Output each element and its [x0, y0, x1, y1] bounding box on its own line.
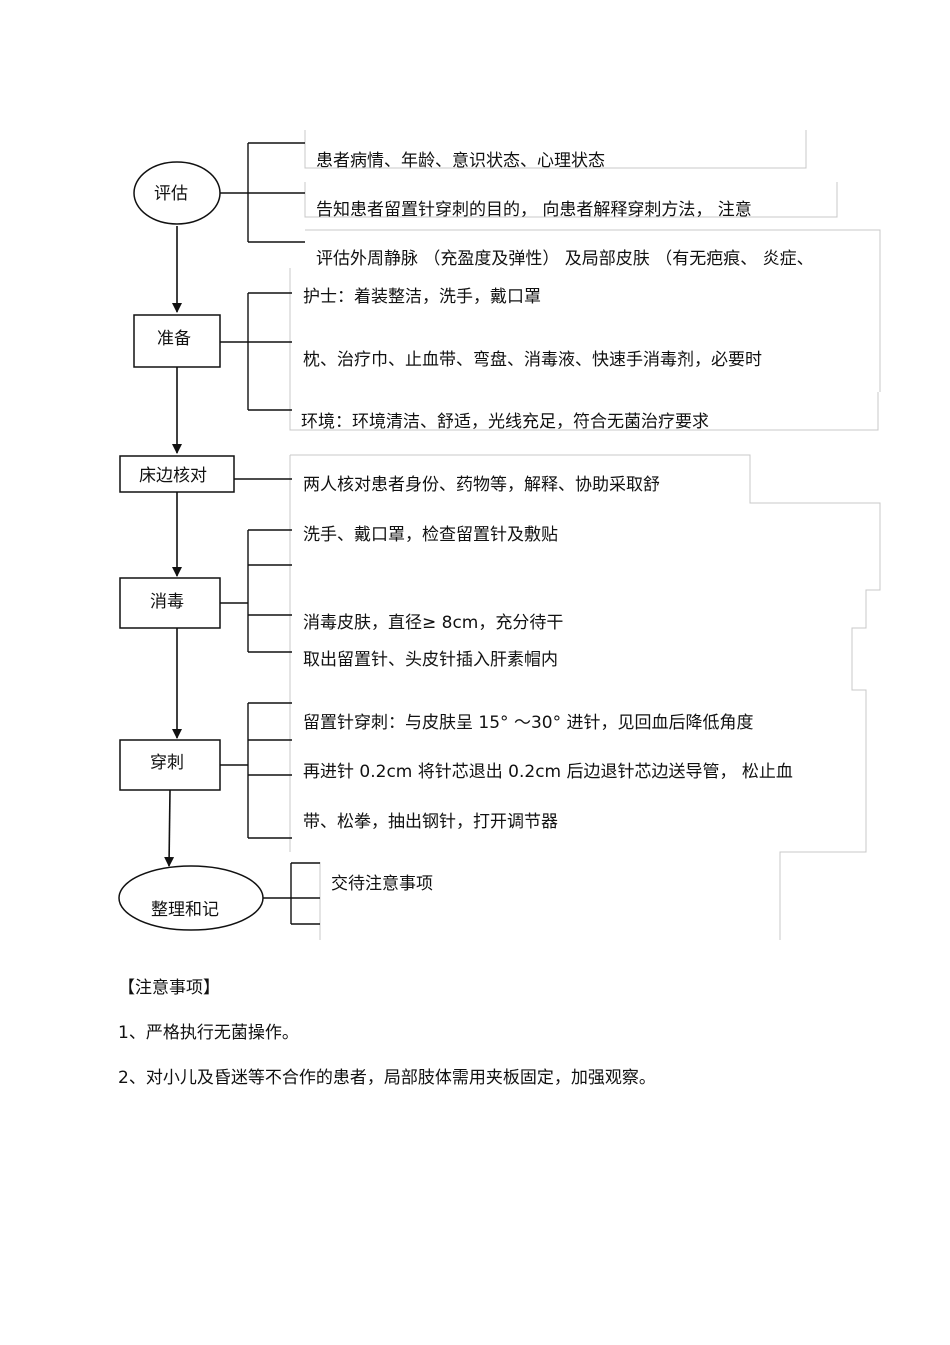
- flowchart: 评估 准备 床边核对 消毒 穿刺 整理和记 患者病情、年龄、意识状态、心理状态 …: [118, 130, 881, 940]
- node-tidy-record-label: 整理和记: [151, 900, 219, 920]
- detail-tidy-1: 交待注意事项: [331, 874, 433, 894]
- detail-prepare-1: 护士：着装整洁，洗手，戴口罩: [303, 287, 541, 307]
- detail-texts: 患者病情、年龄、意识状态、心理状态 告知患者留置针穿刺的目的， 向患者解释穿刺方…: [301, 151, 814, 894]
- detail-assess-2: 告知患者留置针穿刺的目的， 向患者解释穿刺方法， 注意: [316, 200, 752, 220]
- detail-disinfect-1: 洗手、戴口罩，检查留置针及敷贴: [303, 525, 558, 545]
- detail-puncture-3: 带、松拳，抽出钢针，打开调节器: [303, 812, 558, 832]
- node-tidy-record: 整理和记: [118, 865, 264, 931]
- detail-puncture-1: 留置针穿刺：与皮肤呈 15° ～30° 进针，见回血后降低角度: [303, 713, 753, 733]
- node-puncture-label: 穿刺: [150, 753, 184, 773]
- node-assess-label: 评估: [154, 184, 188, 204]
- detail-prepare-2: 枕、治疗巾、止血带、弯盘、消毒液、快速手消毒剂，必要时: [303, 350, 762, 370]
- main-flow-arrows: [164, 226, 182, 867]
- node-assess: 评估: [133, 161, 221, 225]
- detail-box-outlines: [289, 130, 881, 940]
- detail-prepare-3: 环境：环境清洁、舒适，光线充足，符合无菌治疗要求: [301, 412, 709, 432]
- detail-assess-3: 评估外周静脉 （充盈度及弹性） 及局部皮肤 （有无疤痕、 炎症、: [316, 249, 814, 269]
- node-prepare: 准备: [133, 314, 221, 368]
- node-puncture: 穿刺: [119, 739, 221, 791]
- detail-disinfect-3: 取出留置针、头皮针插入肝素帽内: [303, 650, 558, 670]
- detail-puncture-2: 再进针 0.2cm 将针芯退出 0.2cm 后边退针芯边送导管， 松止血: [303, 762, 793, 782]
- connector-brackets: [219, 142, 320, 925]
- notes-heading: 【注意事项】: [118, 978, 220, 998]
- node-disinfect-label: 消毒: [150, 592, 184, 612]
- detail-assess-1: 患者病情、年龄、意识状态、心理状态: [316, 151, 605, 171]
- node-disinfect: 消毒: [119, 577, 221, 629]
- note-item-1: 1、严格执行无菌操作。: [118, 1023, 299, 1043]
- node-bedside-check: 床边核对: [119, 455, 235, 493]
- detail-disinfect-2: 消毒皮肤，直径≥ 8cm，充分待干: [303, 613, 563, 633]
- node-prepare-label: 准备: [157, 329, 191, 349]
- note-item-2: 2、对小儿及昏迷等不合作的患者，局部肢体需用夹板固定，加强观察。: [118, 1068, 656, 1088]
- detail-bedside-1: 两人核对患者身份、药物等，解释、协助采取舒: [303, 475, 660, 495]
- node-bedside-check-label: 床边核对: [139, 466, 207, 486]
